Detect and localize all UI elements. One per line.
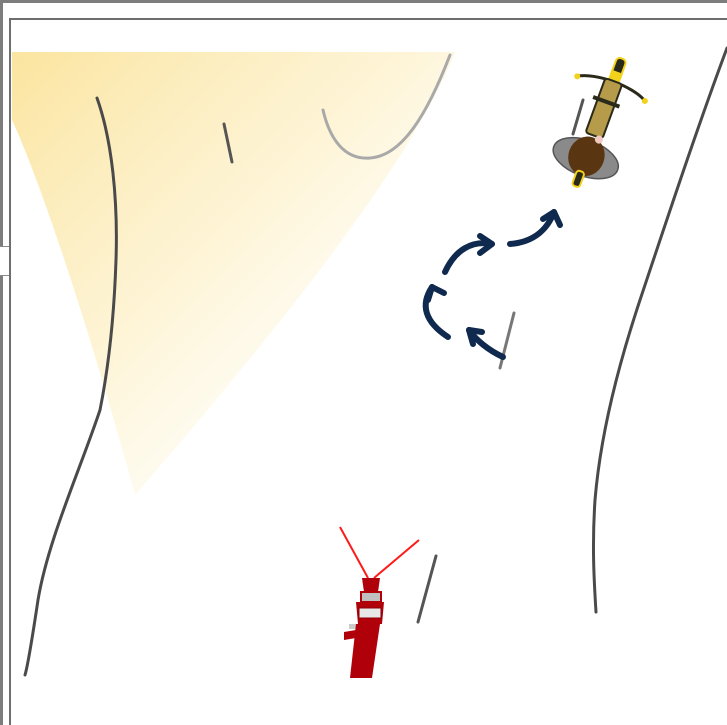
- road-edge-right: [593, 48, 727, 612]
- light-cone: [12, 52, 455, 495]
- car-topview-icon: [340, 527, 419, 678]
- lane-dash-4: [418, 556, 436, 622]
- curved-arrow-icon: [426, 287, 448, 337]
- curved-arrow-icon: [510, 212, 560, 244]
- curved-arrow-icon: [445, 236, 492, 272]
- swerve-arrows: [426, 212, 560, 357]
- headlight-beam-right: [374, 540, 419, 578]
- headlight-beam-left: [340, 527, 368, 578]
- lane-dash-2: [573, 100, 583, 134]
- curved-arrow-icon: [469, 330, 503, 357]
- cyclist-topview-icon: [539, 45, 659, 199]
